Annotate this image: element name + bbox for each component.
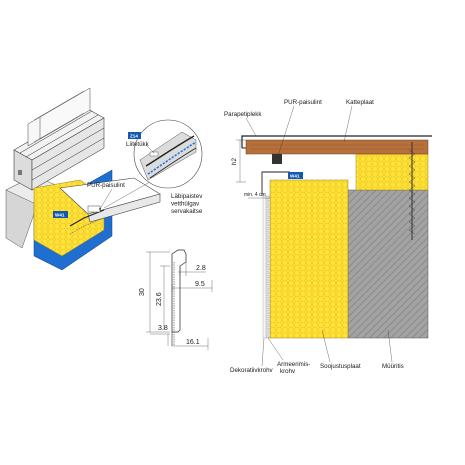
pur-label-left: PUR-paisulint	[87, 182, 125, 189]
cover-board	[245, 139, 429, 155]
h2-dimension: h2	[231, 158, 238, 165]
dim-23-6: 23.6	[156, 292, 163, 306]
dim-2-8: 2.8	[196, 265, 206, 272]
caption-line1: Läbipaistev	[171, 193, 203, 200]
tag-w41-left	[53, 211, 68, 218]
min-4cm-label: min. 4 cm	[244, 192, 266, 198]
tag-z14-text: Z14	[130, 134, 138, 139]
reinf-label-line1: Armeerimis-	[277, 361, 310, 368]
reinf-label-line2: krohv	[280, 368, 296, 375]
caption-line3: servakaitse	[171, 208, 203, 215]
parapet-flashing	[241, 135, 432, 148]
tag-w41-right	[288, 172, 303, 179]
detail-magnifier: Z14 Liitetükk Läbipaistev vetthülgav ser…	[103, 119, 203, 215]
decorative-plaster	[262, 195, 267, 339]
tag-w41-right-text: W41	[290, 174, 300, 179]
masonry-wall	[347, 189, 429, 339]
window-frame	[13, 87, 105, 191]
dim-3-8: 3.8	[158, 325, 168, 332]
pur-label-right: PUR-paisulint	[284, 99, 322, 106]
insul-label: Soojustusplaat	[320, 363, 361, 370]
insulation-top	[355, 153, 429, 191]
insulation-main	[269, 179, 349, 339]
dim-30: 30	[139, 288, 146, 296]
cross-section: h2 min. 4 cm W41 Parapetiplekk PUR-paisu…	[224, 99, 432, 375]
profile-drawing: 30 23.6 2.8 9.5 3.8 16.1	[139, 249, 213, 350]
isometric-view: W41 PUR-paisulint	[5, 87, 161, 271]
pur-band	[272, 154, 282, 164]
cover-label: Katteplaat	[346, 99, 374, 106]
parapet-label: Parapetiplekk	[224, 111, 262, 118]
decor-label: Dekoratiivkrohv	[230, 367, 274, 374]
tag-w41-left-text: W41	[55, 213, 65, 218]
wall-label: Müüritis	[382, 363, 404, 370]
profile-outline	[171, 249, 187, 333]
caption-line2: vetthülgav	[171, 201, 200, 208]
dim-9-5: 9.5	[195, 281, 205, 288]
joint-label: Liitetükk	[126, 141, 150, 148]
dim-16-1: 16.1	[186, 339, 200, 346]
tag-z14	[128, 132, 141, 139]
